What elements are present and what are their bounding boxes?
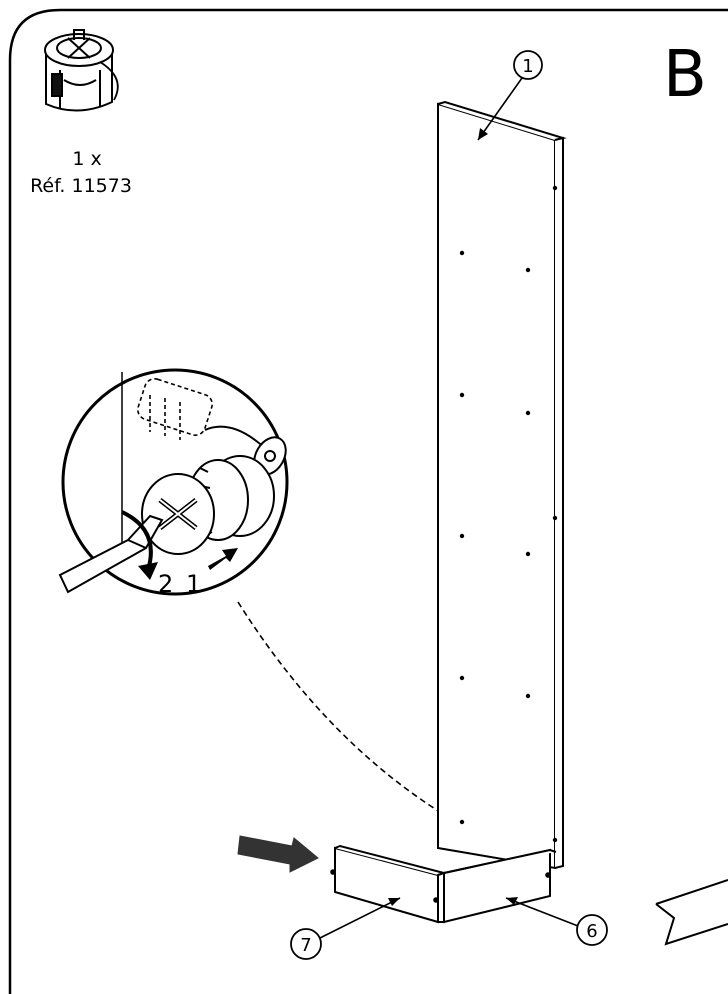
side-panel-holes: [459, 185, 558, 843]
detail-step-1: 1: [186, 570, 201, 598]
cam-lock-fitting-icon: [44, 29, 119, 112]
page-frame: [8, 8, 728, 994]
detail-magnifier: 2 1: [58, 368, 289, 598]
svg-text:6: 6: [586, 921, 597, 942]
base-panel-left: [330, 844, 448, 924]
push-arrow-icon: [208, 548, 238, 570]
hardware-reference: Réf. 11573: [30, 175, 132, 197]
svg-text:1: 1: [522, 56, 533, 77]
rotate-arrow-icon: [121, 510, 153, 571]
push-direction-arrow-icon: [237, 835, 319, 873]
detail-step-2: 2: [158, 570, 173, 598]
part-label-base-right: 6: [576, 914, 608, 946]
part-label-side-panel: 1: [513, 50, 543, 80]
next-step-arrow-icon: [655, 879, 728, 946]
hardware-quantity: 1 x: [72, 148, 101, 170]
screwdriver-icon: [58, 514, 164, 594]
part-label-base-left: 7: [290, 928, 322, 960]
step-letter: B: [663, 38, 707, 112]
base-panel-right: [437, 848, 557, 924]
svg-text:7: 7: [300, 935, 311, 956]
side-panel: [437, 100, 567, 870]
